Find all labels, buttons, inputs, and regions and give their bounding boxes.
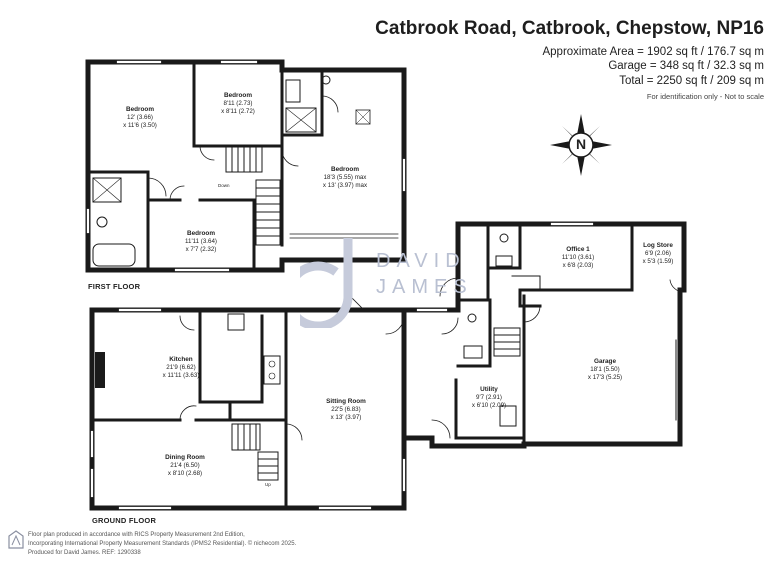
- stairs-up-label: Up: [265, 482, 271, 487]
- footer-line-3: Produced for David James. REF: 1290338: [28, 550, 141, 556]
- room-name: Dining Room: [165, 454, 205, 461]
- room-log-store: Log Store 6'9 (2.06) x 5'3 (1.59): [634, 242, 682, 266]
- watermark-line2: JAMES: [376, 276, 473, 298]
- room-bedroom-3: Bedroom 18'3 (5.55) max x 13' (3.97) max: [300, 166, 390, 190]
- room-dimension: x 5'3 (1.59): [642, 258, 674, 265]
- room-dimension: x 13' (3.97) max: [322, 182, 368, 189]
- room-dimension: 21'9 (6.62): [166, 364, 196, 371]
- room-dimension: x 6'10 (2.09): [471, 402, 507, 409]
- room-name: Bedroom: [186, 230, 216, 237]
- room-name: Office 1: [566, 246, 590, 253]
- room-dimension: x 17'3 (5.25): [587, 374, 623, 381]
- room-name: Kitchen: [169, 356, 193, 363]
- room-dimension: 21'4 (6.50): [170, 462, 200, 469]
- garage-area: Garage = 348 sq ft / 32.3 sq m: [608, 60, 764, 72]
- room-office: Office 1 11'10 (3.61) x 6'8 (2.03): [530, 246, 626, 270]
- identification-note: For identification only - Not to scale: [646, 92, 764, 101]
- first-floor-label: FIRST FLOOR: [88, 282, 141, 291]
- ground-floor-label: GROUND FLOOR: [92, 516, 157, 525]
- room-bedroom-2: Bedroom 8'11 (2.73) x 8'11 (2.72): [200, 92, 276, 116]
- room-dimension: x 13' (3.97): [330, 414, 362, 421]
- room-name: Bedroom: [223, 92, 253, 99]
- room-dimension: x 11'6 (3.50): [123, 122, 157, 129]
- room-kitchen: Kitchen 21'9 (6.62) x 11'11 (3.63): [136, 356, 226, 380]
- footer-line-2: Incorporating International Property Mea…: [28, 541, 297, 547]
- room-name: Log Store: [643, 242, 673, 249]
- room-dimension: 6'9 (2.06): [645, 250, 671, 257]
- total-area: Total = 2250 sq ft / 209 sq m: [619, 75, 764, 87]
- room-bedroom-1: Bedroom 12' (3.66) x 11'6 (3.50): [100, 106, 180, 130]
- room-dimension: x 6'8 (2.03): [562, 262, 594, 269]
- room-garage: Garage 18'1 (5.50) x 17'3 (5.25): [560, 358, 650, 382]
- room-name: Bedroom: [125, 106, 155, 113]
- room-bedroom-4: Bedroom 11'11 (3.64) x 7'7 (2.32): [156, 230, 246, 254]
- room-dimension: x 7'7 (2.32): [185, 246, 217, 253]
- room-dimension: x 8'10 (2.68): [167, 470, 203, 477]
- room-sitting-room: Sitting Room 22'5 (6.83) x 13' (3.97): [300, 398, 392, 422]
- approximate-area: Approximate Area = 1902 sq ft / 176.7 sq…: [542, 46, 764, 58]
- room-dimension: x 8'11 (2.72): [221, 108, 255, 115]
- room-name: Utility: [480, 386, 498, 393]
- watermark-logo-icon: [300, 238, 353, 328]
- room-dimension: x 11'11 (3.63): [162, 372, 200, 379]
- compass-north-letter: N: [575, 136, 587, 152]
- room-name: Bedroom: [330, 166, 360, 173]
- room-dimension: 18'3 (5.55) max: [323, 174, 367, 181]
- watermark-line1: DAVID: [376, 250, 466, 272]
- room-name: Sitting Room: [326, 398, 366, 405]
- room-dimension: 11'10 (3.61): [561, 254, 595, 261]
- room-dining-room: Dining Room 21'4 (6.50) x 8'10 (2.68): [140, 454, 230, 478]
- room-dimension: 12' (3.66): [127, 114, 153, 121]
- ground-floor-internal-walls: [90, 308, 288, 510]
- ground-floor-stairs: [231, 423, 279, 481]
- room-dimension: 8'11 (2.73): [223, 100, 253, 107]
- property-address-title: Catbrook Road, Catbrook, Chepstow, NP16: [375, 18, 764, 39]
- rics-logo-icon: [8, 530, 24, 549]
- room-dimension: 18'1 (5.50): [590, 366, 620, 373]
- room-dimension: 11'11 (3.64): [185, 238, 217, 245]
- first-floor-stairs: [225, 145, 281, 246]
- room-utility: Utility 9'7 (2.91) x 6'10 (2.09): [458, 386, 520, 410]
- footer-line-1: Floor plan produced in accordance with R…: [28, 532, 245, 538]
- annexe-internal-walls: [454, 222, 634, 446]
- compass-icon: [550, 114, 612, 176]
- room-dimension: 9'7 (2.91): [476, 394, 502, 401]
- first-floor-outer-wall: [85, 59, 407, 273]
- room-dimension: 22'5 (6.83): [331, 406, 361, 413]
- stairs-down-label: Down: [218, 183, 230, 188]
- room-name: Garage: [593, 358, 617, 365]
